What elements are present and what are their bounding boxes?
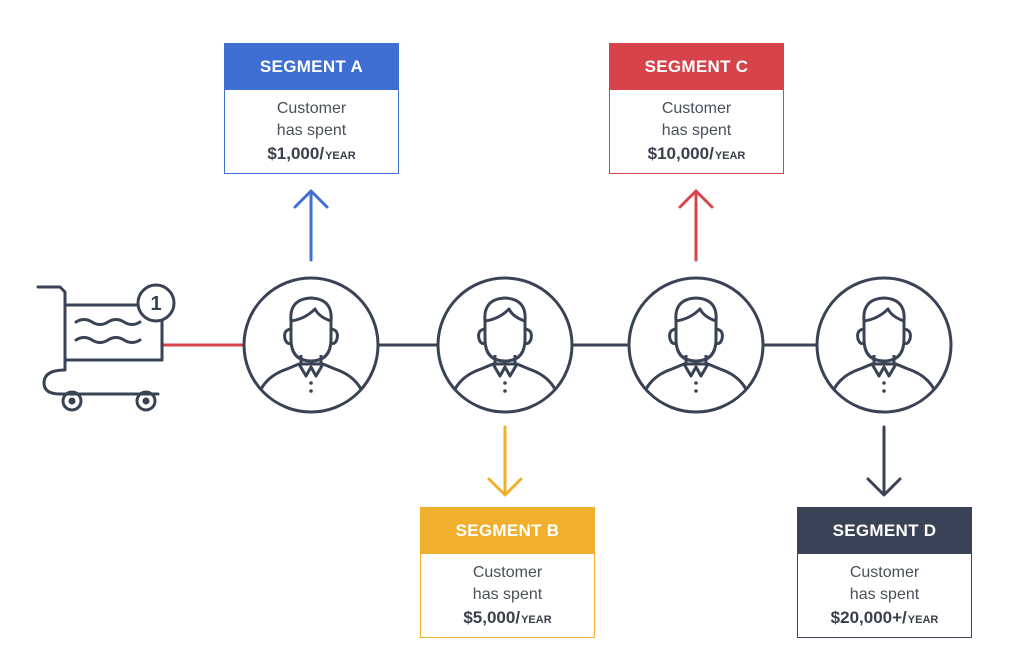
cart-badge-count: 1 xyxy=(150,293,161,315)
segment-b-amount-row: $5,000/YEAR xyxy=(421,606,594,632)
segment-d-title: SEGMENT D xyxy=(798,508,971,554)
customer-avatar-4 xyxy=(815,276,953,414)
arrow-up-icon-segment-a xyxy=(293,189,329,262)
segment-a-title: SEGMENT A xyxy=(225,44,398,90)
arrow-down-icon-segment-b xyxy=(487,425,523,497)
segment-b-line1: Customer xyxy=(472,564,543,581)
segment-d-unit: YEAR xyxy=(907,614,939,626)
segment-a-unit: YEAR xyxy=(325,150,356,162)
segment-d-amount: $20,000+/ xyxy=(830,608,907,627)
segment-c-unit: YEAR xyxy=(714,150,746,162)
segment-c-amount: $10,000/ xyxy=(647,144,714,163)
segment-a-amount-row: $1,000/YEAR xyxy=(225,142,398,168)
cart-badge: 1 xyxy=(136,283,176,323)
segment-c-amount-row: $10,000/YEAR xyxy=(610,142,783,168)
segment-a-amount: $1,000/ xyxy=(267,144,325,163)
segment-d-line2: has spent xyxy=(849,586,920,603)
segment-d-line1: Customer xyxy=(849,564,920,581)
segment-b-unit: YEAR xyxy=(521,614,552,626)
segment-b-card: SEGMENT B Customer has spent $5,000/YEAR xyxy=(420,507,595,638)
arrow-down-icon-segment-d xyxy=(866,425,902,497)
segment-c-line1: Customer xyxy=(661,100,732,117)
segment-a-card: SEGMENT A Customer has spent $1,000/YEAR xyxy=(224,43,399,174)
arrow-up-icon-segment-c xyxy=(678,189,714,262)
segment-c-title: SEGMENT C xyxy=(610,44,783,90)
customer-avatar-1 xyxy=(242,276,380,414)
segment-c-line2: has spent xyxy=(661,122,732,139)
segment-a-line1: Customer xyxy=(276,100,347,117)
customer-avatar-3 xyxy=(627,276,765,414)
segment-b-line2: has spent xyxy=(472,586,543,603)
segment-b-title: SEGMENT B xyxy=(421,508,594,554)
segment-c-card: SEGMENT C Customer has spent $10,000/YEA… xyxy=(609,43,784,174)
segment-b-amount: $5,000/ xyxy=(463,608,521,627)
customer-avatar-2 xyxy=(436,276,574,414)
segment-d-card: SEGMENT D Customer has spent $20,000+/YE… xyxy=(797,507,972,638)
segment-a-line2: has spent xyxy=(276,122,347,139)
segment-d-amount-row: $20,000+/YEAR xyxy=(798,606,971,632)
